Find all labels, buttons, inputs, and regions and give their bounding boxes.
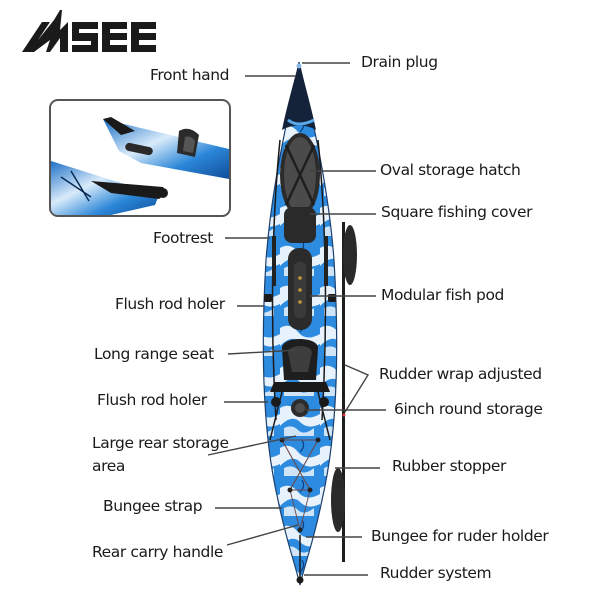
label-modular-fish-pod: Modular fish pod <box>381 286 504 304</box>
drain-plug-marker <box>296 63 302 69</box>
label-footrest: Footrest <box>153 229 213 247</box>
label-front-hand: Front hand <box>150 66 230 84</box>
label-flush-rod-holer: Flush rod holer <box>115 295 225 313</box>
label-rudder-wrap-adjusted: Rudder wrap adjusted <box>379 365 542 383</box>
msee-logo <box>22 10 156 52</box>
label-drain-plug: Drain plug <box>361 53 438 71</box>
label-long-range-seat: Long range seat <box>94 345 214 363</box>
paddle-shape <box>331 222 357 562</box>
square-fishing-cover-shape <box>284 207 316 243</box>
label-oval-storage-hatch: Oval storage hatch <box>380 161 521 179</box>
label-rear-carry-handle: Rear carry handle <box>92 543 224 561</box>
inset-kayak-side-view <box>51 117 229 215</box>
label-6inch-round-storage: 6inch round storage <box>394 400 543 418</box>
label-large-rear-storage-line2: area <box>92 457 125 475</box>
label-flush-rod-holer-rear: Flush rod holer <box>97 391 207 409</box>
label-bungee-for-ruder-holder: Bungee for ruder holder <box>371 527 549 545</box>
label-square-fishing-cover: Square fishing cover <box>381 203 533 221</box>
rudder-shape <box>296 576 304 584</box>
flush-rod-holder-left <box>264 294 272 302</box>
label-rubber-stopper: Rubber stopper <box>392 457 507 475</box>
label-large-rear-storage: Large rear storage <box>92 434 229 452</box>
bow-dark-tip <box>282 62 316 130</box>
label-rudder-system: Rudder system <box>380 564 492 582</box>
inset-detail-box <box>49 99 231 217</box>
label-bungee-strap: Bungee strap <box>103 497 203 515</box>
